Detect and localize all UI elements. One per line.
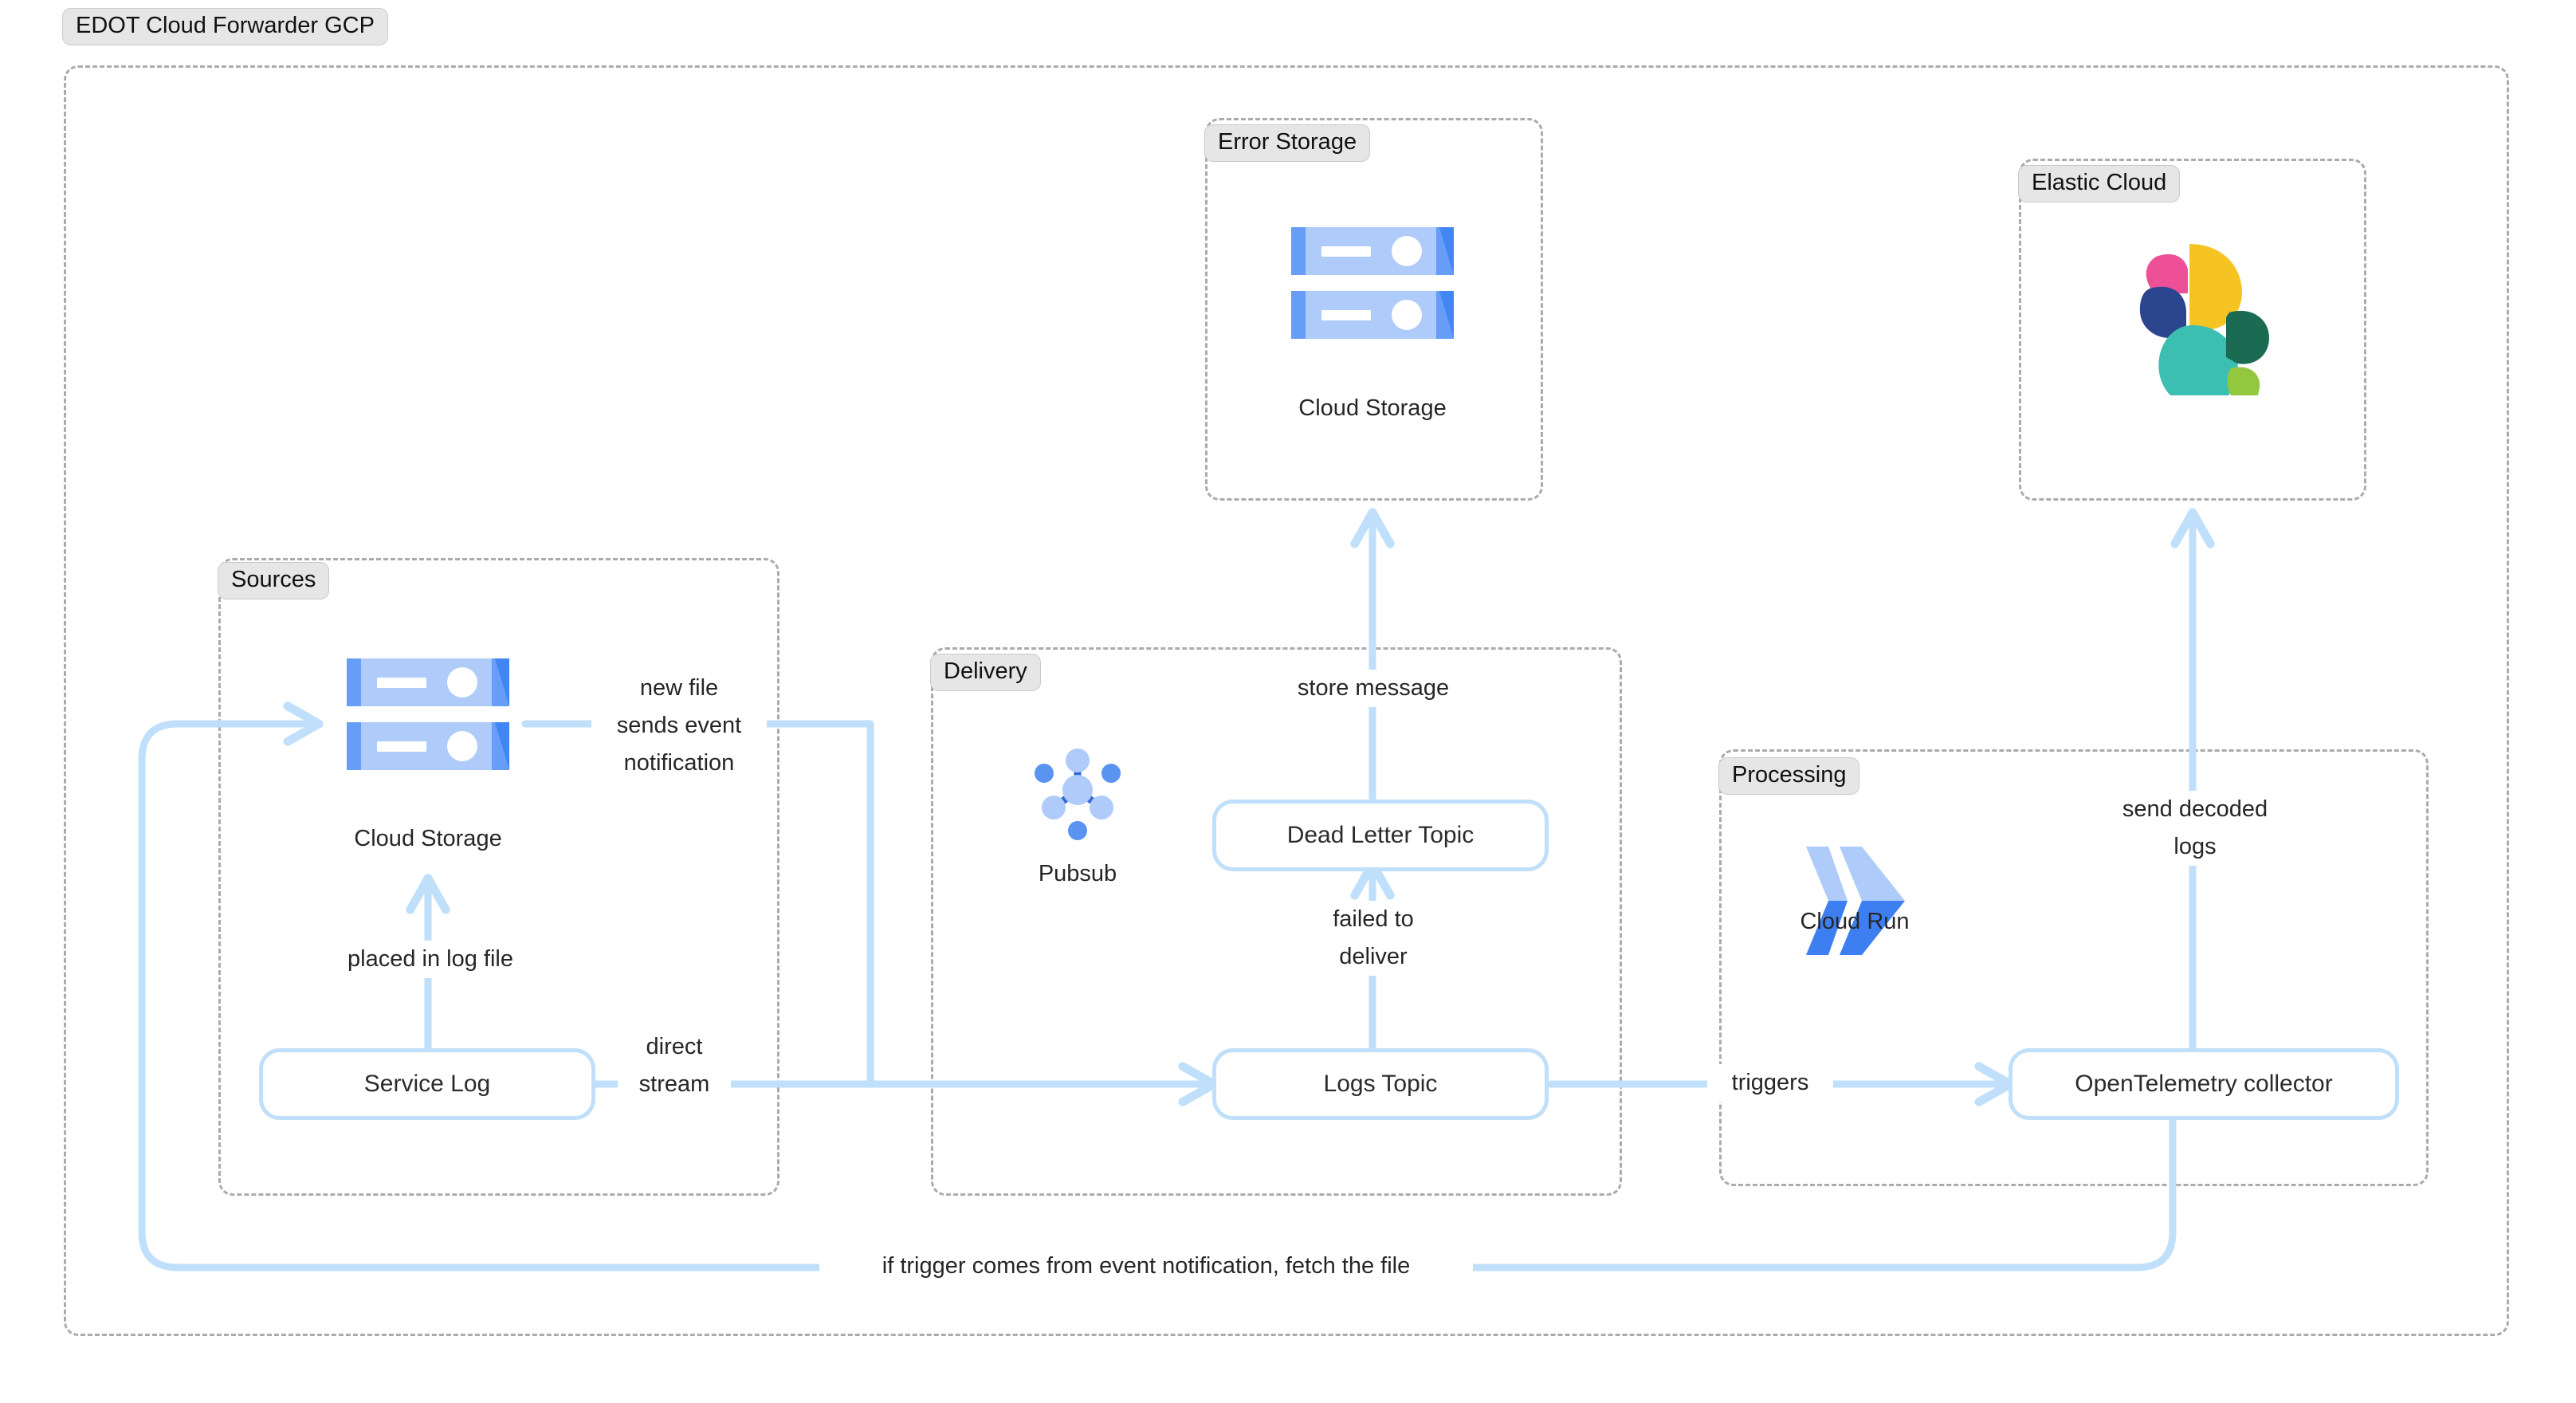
pubsub-icon [1027,743,1129,843]
node-otel-collector[interactable]: OpenTelemetry collector [2009,1048,2399,1120]
edge-label-store-message: store message [1269,670,1478,707]
cloud-run-icon [1800,845,1910,957]
group-sources [218,558,779,1196]
group-processing [1719,749,2429,1186]
node-dead-letter[interactable]: Dead Letter Topic [1212,800,1549,871]
group-error-storage [1205,118,1543,501]
edge-label-placed-in-log: placed in log file [307,941,554,978]
group-title-delivery: Delivery [930,654,1041,691]
cloud-storage-caption: Cloud Storage [1298,395,1447,421]
edge-fetch-file [138,702,2177,1271]
pubsub-caption: Pubsub [1038,861,1117,886]
cloud-storage-icon [347,658,509,770]
cloud-run-caption: Cloud Run [1800,909,1910,934]
node-service-log[interactable]: Service Log [259,1048,595,1120]
cloud-storage-caption: Cloud Storage [354,826,502,851]
edge-label-new-file: new file sends event notification [591,670,767,782]
group-elastic-cloud [2019,159,2366,501]
group-title-processing: Processing [1718,757,1860,795]
edge-label-direct-stream: direct stream [618,1028,731,1103]
group-root [64,65,2509,1336]
edge-label-send-decoded-logs: send decoded logs [2096,791,2294,866]
group-title-sources: Sources [218,562,330,599]
group-delivery [931,647,1622,1196]
edge-label-fetch-file: if trigger comes from event notification… [819,1248,1473,1285]
group-title-elastic-cloud: Elastic Cloud [2018,165,2181,202]
group-title-root: EDOT Cloud Forwarder GCP [62,8,388,45]
group-title-error-storage: Error Storage [1204,124,1371,162]
node-logs-topic[interactable]: Logs Topic [1212,1048,1549,1120]
cloud-storage-icon [1291,227,1454,339]
elastic-logo-icon [2110,236,2276,407]
edge-label-triggers: triggers [1707,1064,1833,1102]
edge-label-failed-to-deliver: failed to deliver [1307,901,1439,976]
